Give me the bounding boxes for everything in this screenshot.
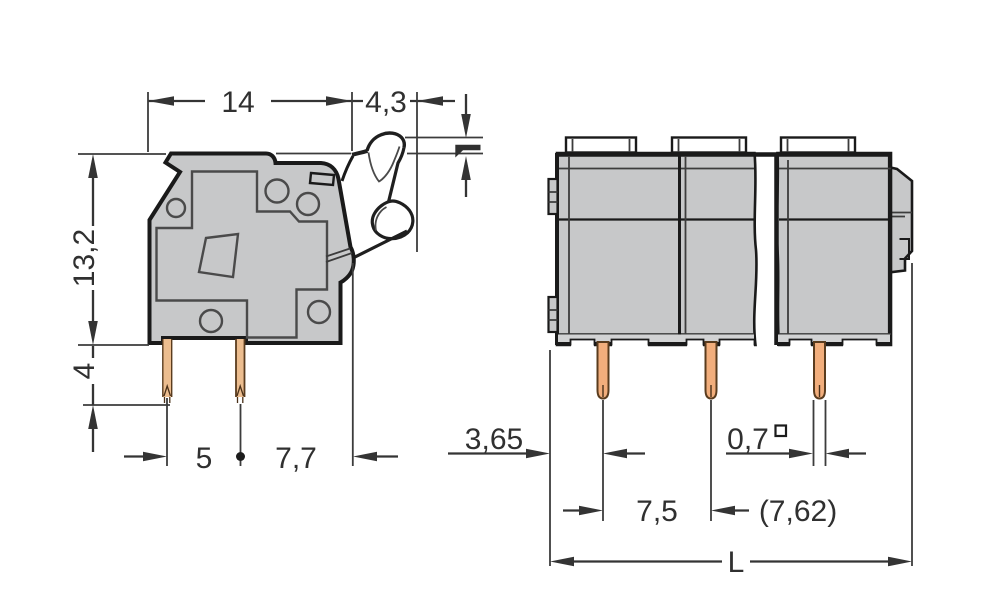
svg-text:13,2: 13,2 bbox=[68, 229, 101, 287]
svg-text:0,7: 0,7 bbox=[727, 423, 769, 456]
svg-text:L: L bbox=[728, 546, 745, 579]
svg-text:4: 4 bbox=[68, 363, 101, 380]
svg-text:5: 5 bbox=[196, 442, 213, 475]
svg-text:4,3: 4,3 bbox=[365, 86, 407, 119]
svg-text:(7,62): (7,62) bbox=[759, 495, 837, 528]
svg-text:3,65: 3,65 bbox=[465, 423, 523, 456]
svg-text:7,5: 7,5 bbox=[636, 495, 678, 528]
svg-text:7,7: 7,7 bbox=[275, 442, 317, 475]
svg-text:14: 14 bbox=[221, 86, 254, 119]
